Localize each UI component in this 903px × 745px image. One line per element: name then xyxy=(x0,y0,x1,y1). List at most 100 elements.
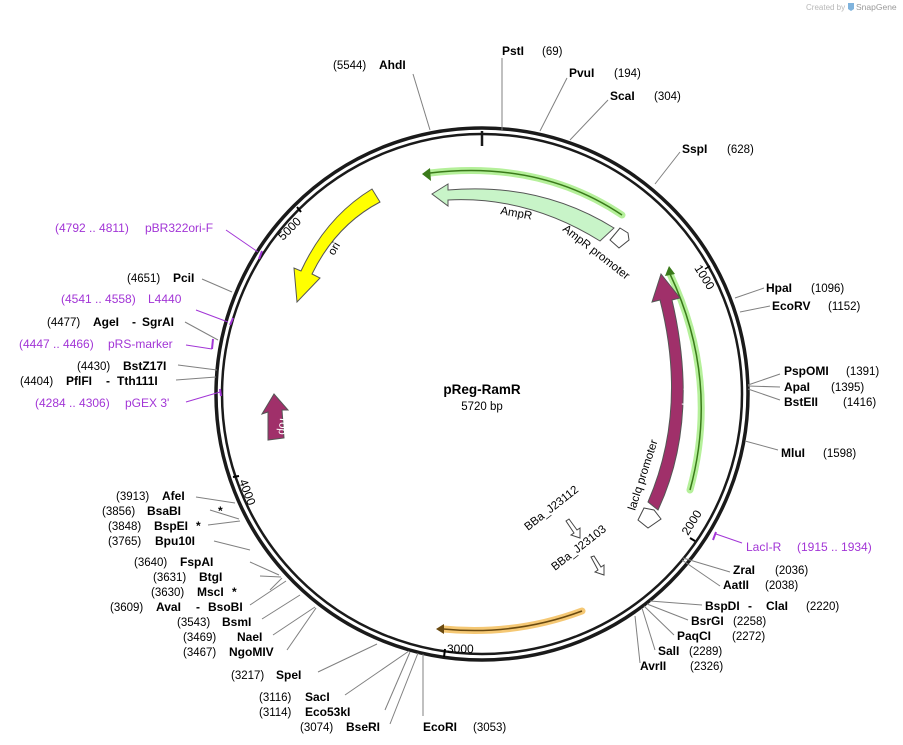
svg-text:PciI: PciI xyxy=(173,271,194,285)
svg-text:-: - xyxy=(106,374,110,388)
site-sali[interactable]: SalI (2289) xyxy=(641,607,722,658)
site-bsabi[interactable]: (3856) BsaBI * xyxy=(102,504,240,520)
site-fspai[interactable]: (3640) FspAI xyxy=(134,555,280,576)
site-pvui[interactable]: PvuI (194) xyxy=(539,66,641,132)
site-ahdi[interactable]: (5544) AhdI xyxy=(333,58,431,131)
snapgene-brand[interactable]: SnapGene xyxy=(856,2,897,12)
site-saci[interactable]: (3116) SacI xyxy=(259,650,410,704)
svg-text:BspDI: BspDI xyxy=(705,599,740,613)
site-pcii[interactable]: (4651) PciI xyxy=(127,271,233,293)
svg-text:(2326): (2326) xyxy=(690,661,723,673)
svg-text:PstI: PstI xyxy=(502,44,524,58)
site-avrii[interactable]: AvrII (2326) xyxy=(634,615,723,673)
ampr-feature[interactable]: AmpR xyxy=(422,167,626,242)
svg-text:(2258): (2258) xyxy=(733,616,766,628)
svg-text:BstZ17I: BstZ17I xyxy=(123,359,166,373)
svg-text:BseRI: BseRI xyxy=(346,720,380,734)
svg-text:BsaBI: BsaBI xyxy=(147,504,181,518)
site-msci[interactable]: (3630) MscI * xyxy=(151,577,283,599)
primer-l4440[interactable]: (4541 .. 4558) L4440 xyxy=(61,292,234,326)
primer-prs-marker[interactable]: (4447 .. 4466) pRS-marker xyxy=(19,337,214,351)
site-bsmi[interactable]: (3543) BsmI xyxy=(177,594,301,629)
site-psti[interactable]: PstI (69) xyxy=(501,44,563,130)
svg-text:ZraI: ZraI xyxy=(733,563,755,577)
svg-text:(69): (69) xyxy=(542,46,563,58)
site-bpu10i[interactable]: (3765) Bpu10I xyxy=(108,534,251,551)
site-hpai[interactable]: HpaI (1096) xyxy=(734,281,844,299)
svg-text:(3848): (3848) xyxy=(108,521,141,533)
svg-text:(2289): (2289) xyxy=(689,646,722,658)
svg-text:Tth111I: Tth111I xyxy=(117,374,158,388)
primer-pbr322ori-f[interactable]: (4792 .. 4811) pBR322ori-F xyxy=(55,221,263,260)
svg-text:Bpu10I: Bpu10I xyxy=(155,534,195,548)
created-by-text: Created by xyxy=(806,3,845,12)
site-btgi[interactable]: (3631) BtgI xyxy=(153,570,282,584)
svg-text:-: - xyxy=(132,315,136,329)
svg-text:MscI: MscI xyxy=(197,585,224,599)
site-pflfi-tth111i[interactable]: (4404) PflFI - Tth111I xyxy=(20,374,217,388)
bba-j23112-feature[interactable]: BBa_J23112 xyxy=(522,484,581,539)
svg-text:MluI: MluI xyxy=(781,446,805,460)
site-apai[interactable]: ApaI (1395) xyxy=(747,380,864,394)
svg-text:(4477): (4477) xyxy=(47,317,80,329)
svg-text:LacI-R: LacI-R xyxy=(746,540,782,554)
svg-text:(1096): (1096) xyxy=(811,283,844,295)
svg-text:SalI: SalI xyxy=(658,644,679,658)
site-ecori[interactable]: EcoRI (3053) xyxy=(422,654,506,734)
svg-text:(3630): (3630) xyxy=(151,587,184,599)
laci-feature[interactable]: lacI xyxy=(647,272,695,511)
site-zrai[interactable]: ZraI (2036) xyxy=(682,557,808,577)
svg-text:(5544): (5544) xyxy=(333,60,366,72)
site-aatii[interactable]: AatII (2038) xyxy=(681,559,798,592)
site-bsrgi[interactable]: BsrGI (2258) xyxy=(646,603,766,628)
site-eco53ki[interactable]: (3114) Eco53kI xyxy=(259,651,411,719)
svg-text:(4284 .. 4306): (4284 .. 4306) xyxy=(35,396,110,410)
ori-feature[interactable]: ori xyxy=(293,188,381,304)
site-bspdi-clai[interactable]: BspDI - ClaI (2220) xyxy=(649,599,839,613)
site-pspomi[interactable]: PspOMI (1391) xyxy=(747,364,879,386)
svg-text:(2272): (2272) xyxy=(732,631,765,643)
svg-text:(3053): (3053) xyxy=(473,722,506,734)
site-bsteii[interactable]: BstEII (1416) xyxy=(747,388,876,409)
site-avai-bsobi[interactable]: (3609) AvaI - BsoBI xyxy=(110,580,287,614)
site-ngomiv[interactable]: (3467) NgoMIV xyxy=(183,607,317,659)
svg-text:(3631): (3631) xyxy=(153,572,186,584)
svg-text:(3114): (3114) xyxy=(259,707,292,719)
svg-text:(1391): (1391) xyxy=(846,366,879,378)
svg-text:(628): (628) xyxy=(727,144,754,156)
plasmid-size: 5720 bp xyxy=(461,401,503,413)
site-scai[interactable]: ScaI (304) xyxy=(569,89,681,141)
rop-feature[interactable]: rop xyxy=(260,393,290,441)
site-naei[interactable]: (3469) NaeI xyxy=(183,606,316,644)
site-bseri[interactable]: (3074) BseRI xyxy=(300,652,419,734)
laci-label: lacI xyxy=(681,387,695,406)
svg-text:PvuI: PvuI xyxy=(569,66,594,80)
svg-text:(3765): (3765) xyxy=(108,536,141,548)
svg-text:(194): (194) xyxy=(614,68,641,80)
site-afei[interactable]: (3913) AfeI xyxy=(116,489,236,504)
svg-text:(4404): (4404) xyxy=(20,376,53,388)
svg-text:(304): (304) xyxy=(654,91,681,103)
svg-text:(4430): (4430) xyxy=(77,361,110,373)
site-mlui[interactable]: MluI (1598) xyxy=(744,440,856,460)
site-bspei[interactable]: (3848) BspEI * xyxy=(108,519,241,533)
site-agei-sgrai[interactable]: (4477) AgeI - SgrAI xyxy=(47,315,219,341)
svg-text:(2038): (2038) xyxy=(765,580,798,592)
svg-text:(4792 .. 4811): (4792 .. 4811) xyxy=(55,221,129,235)
svg-text:ClaI: ClaI xyxy=(766,599,788,613)
orange-orf-feature[interactable] xyxy=(436,607,586,634)
svg-text:*: * xyxy=(218,504,223,518)
svg-text:(3913): (3913) xyxy=(116,491,149,503)
site-sspi[interactable]: SspI (628) xyxy=(654,142,754,185)
site-spei[interactable]: (3217) SpeI xyxy=(231,643,378,682)
site-paqci[interactable]: PaqCI (2272) xyxy=(643,605,765,643)
svg-text:(1598): (1598) xyxy=(823,448,856,460)
site-ecorv[interactable]: EcoRV (1152) xyxy=(739,299,861,313)
svg-text:ApaI: ApaI xyxy=(784,380,810,394)
svg-text:pRS-marker: pRS-marker xyxy=(108,337,173,351)
site-bstz17i[interactable]: (4430) BstZ17I xyxy=(77,359,218,373)
ori-label: ori xyxy=(326,240,343,257)
primer-laci-r[interactable]: LacI-R (1915 .. 1934) xyxy=(712,531,872,554)
primer-pgex-3[interactable]: (4284 .. 4306) pGEX 3' xyxy=(35,388,222,410)
svg-text:(3217): (3217) xyxy=(231,670,264,682)
